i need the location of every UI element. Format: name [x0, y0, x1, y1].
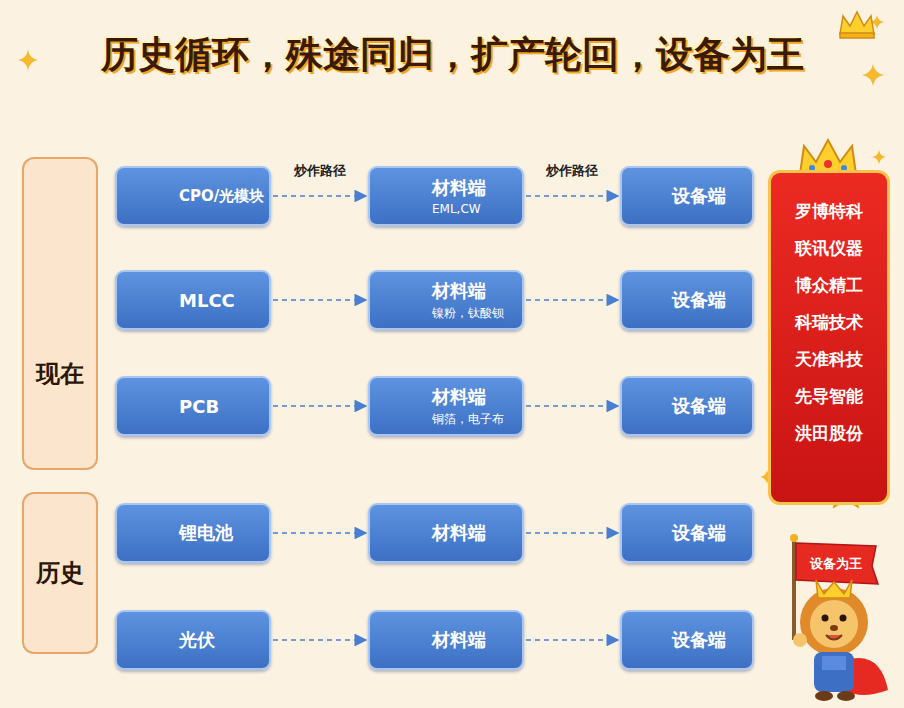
dashed-arrow	[273, 532, 366, 534]
process-box: 材料端铜箔，电子布	[368, 376, 524, 436]
title: 历史循环，殊途同归，扩产轮回，设备为王	[0, 30, 904, 80]
process-box: PCB	[115, 376, 271, 436]
company-panel: 罗博特科联讯仪器博众精工科瑞技术天准科技先导智能洪田股份	[768, 170, 890, 505]
dashed-arrow	[273, 405, 366, 407]
flag-label: 设备为王	[810, 555, 862, 573]
dashed-arrow	[526, 299, 618, 301]
node-label: PCB	[179, 396, 269, 417]
company-name: 罗博特科	[795, 193, 863, 230]
dashed-arrow	[273, 299, 366, 301]
process-box: 设备端	[620, 376, 754, 436]
process-box: 设备端	[620, 610, 754, 670]
node-label: 现在	[36, 358, 84, 390]
node-label: 材料端	[432, 279, 522, 303]
node-label: MLCC	[179, 290, 269, 311]
node-label: 锂电池	[179, 521, 269, 545]
sub-label: 镍粉，钛酸钡	[432, 305, 522, 322]
node-label: 光伏	[179, 628, 269, 652]
company-name: 洪田股份	[795, 415, 863, 452]
company-name: 先导智能	[795, 378, 863, 415]
process-box: MLCC	[115, 270, 271, 330]
node-label: 材料端	[432, 628, 522, 652]
process-box: 设备端	[620, 166, 754, 226]
process-box: CPO/光模块	[115, 166, 271, 226]
node-label: 设备端	[672, 628, 752, 652]
process-box: 材料端	[368, 503, 524, 563]
process-box: 材料端 EML,CW	[368, 166, 524, 226]
process-box: 设备端	[620, 503, 754, 563]
company-name: 科瑞技术	[795, 304, 863, 341]
company-name: 联讯仪器	[795, 230, 863, 267]
period-panel: 历史	[22, 492, 98, 654]
process-box: 材料端	[368, 610, 524, 670]
dashed-arrow	[273, 639, 366, 641]
edge-label: 炒作路径	[291, 162, 349, 180]
sub-label: 铜箔，电子布	[432, 411, 522, 428]
dashed-arrow	[273, 195, 366, 197]
node-label: 设备端	[672, 394, 752, 418]
dashed-arrow	[526, 639, 618, 641]
process-box: 锂电池	[115, 503, 271, 563]
dashed-arrow	[526, 195, 618, 197]
node-label: 材料端	[432, 385, 522, 409]
period-panel: 现在	[22, 157, 98, 470]
sub-label: EML,CW	[432, 202, 522, 216]
dashed-arrow	[526, 532, 618, 534]
process-box: 设备端	[620, 270, 754, 330]
node-label: 设备端	[672, 288, 752, 312]
node-label: CPO/光模块	[179, 187, 269, 206]
process-box: 光伏	[115, 610, 271, 670]
node-label: 设备端	[672, 184, 752, 208]
company-name: 天准科技	[795, 341, 863, 378]
node-label: 材料端	[432, 521, 522, 545]
node-label: 历史	[36, 557, 84, 589]
edge-label: 炒作路径	[543, 162, 601, 180]
process-box: 材料端镍粉，钛酸钡	[368, 270, 524, 330]
node-label: 设备端	[672, 521, 752, 545]
node-label: 材料端	[432, 176, 522, 200]
dashed-arrow	[526, 405, 618, 407]
company-name: 博众精工	[795, 267, 863, 304]
